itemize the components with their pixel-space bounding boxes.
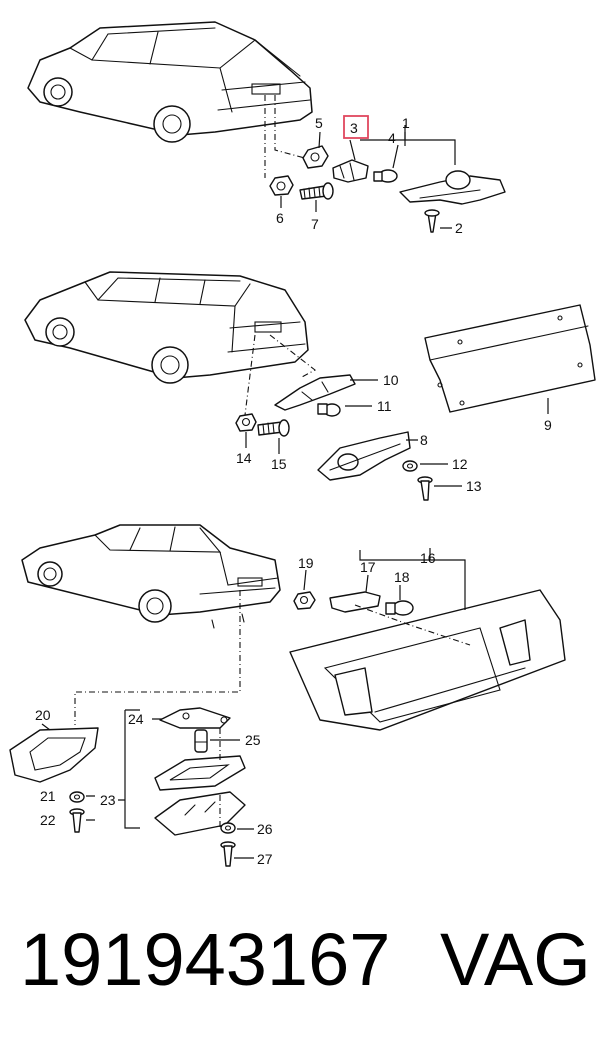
callout-24: 24 [128,711,144,727]
washer-12 [402,460,418,472]
seal-23 [154,755,246,791]
hatchback-car [27,21,313,143]
screw-7 [299,182,334,200]
callout-16: 16 [420,550,436,566]
callout-10: 10 [383,372,399,388]
screw-27 [220,841,236,867]
part-number: 191943167 [20,918,391,1001]
callout-3: 3 [350,120,358,136]
bulb-18 [385,600,414,616]
brand-name: VAG [440,918,591,1001]
nut-5 [302,145,329,169]
callout-17: 17 [360,559,376,575]
lamp-housing-20 [9,727,99,783]
callout-6: 6 [276,210,284,226]
callout-12: 12 [452,456,468,472]
callout-1: 1 [402,115,410,131]
lamp-housing-8 [317,431,411,481]
callout-26: 26 [257,821,273,837]
callout-5: 5 [315,115,323,131]
callout-19: 19 [298,555,314,571]
screw-15 [257,419,290,437]
screw-22 [69,808,85,833]
callout-8: 8 [420,432,428,448]
callout-4: 4 [388,130,396,146]
callout-14: 14 [236,450,252,466]
callout-2: 2 [455,220,463,236]
washer-26 [220,822,236,834]
callout-25: 25 [245,732,261,748]
bulb-25 [194,729,208,753]
callout-22: 22 [40,812,56,828]
callout-23: 23 [100,792,116,808]
callout-21: 21 [40,788,56,804]
footer-caption: 191943167 VAG [20,915,595,1005]
bulb-holder-3 [332,159,369,183]
callout-18: 18 [394,569,410,585]
screw-13 [417,476,433,501]
callout-7: 7 [311,216,319,232]
callout-9: 9 [544,417,552,433]
screw-2 [424,209,440,233]
bulb-holder-17 [329,591,381,613]
callout-13: 13 [466,478,482,494]
nut-6 [269,175,294,196]
estate-car [24,271,309,384]
lamp-housing-1 [399,170,506,205]
plate-light-strip-16 [289,589,566,731]
saloon-car [21,524,281,629]
bracket-24 [159,707,231,729]
callout-11: 11 [377,398,392,414]
callout-15: 15 [271,456,287,472]
trim-panel-9 [424,304,596,413]
callout-20: 20 [35,707,51,723]
nut-14 [235,413,257,432]
parts-diagram: 1 2 3 4 5 6 7 [9,21,596,867]
washer-21 [69,791,85,803]
callout-3-highlight [343,115,369,139]
nut-19 [293,591,316,610]
bulb-holder-10 [274,374,356,411]
callout-27: 27 [257,851,273,867]
bulb-4 [373,169,398,183]
bulb-11 [317,403,341,417]
